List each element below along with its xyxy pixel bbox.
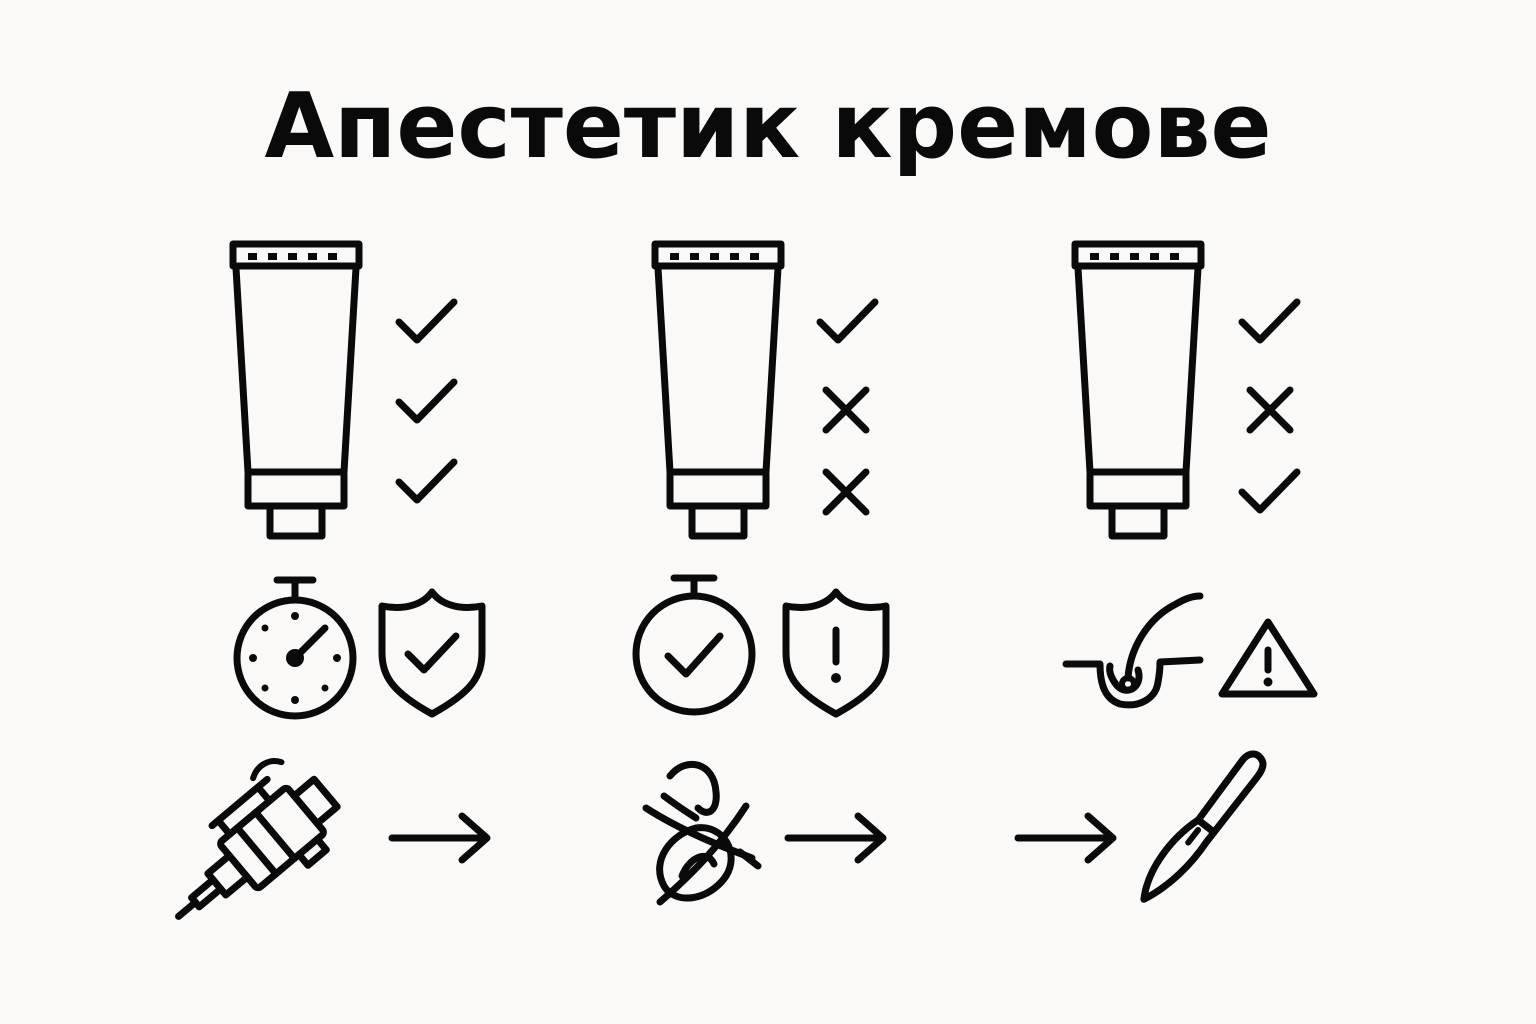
tattoo-machine-icon — [175, 758, 341, 920]
check-icon — [399, 462, 454, 500]
check-icon — [820, 302, 875, 340]
shield-check-icon — [382, 592, 482, 714]
wax-strip-crossed-icon — [642, 760, 762, 906]
arrow-right-icon — [788, 816, 883, 860]
check-icon — [399, 382, 454, 420]
warning-triangle-icon — [1218, 618, 1318, 698]
tube-icon — [1075, 244, 1201, 536]
arrow-right-icon — [392, 816, 487, 860]
scalpel-icon — [1140, 750, 1267, 903]
hair-follicle-icon — [1062, 592, 1204, 709]
check-icon — [399, 302, 454, 340]
column-1 — [175, 244, 487, 920]
timer-check-icon — [632, 574, 756, 716]
shield-alert-icon — [786, 592, 886, 714]
column-3 — [1018, 244, 1318, 903]
stopwatch-icon — [233, 576, 357, 720]
cross-icon — [1250, 390, 1290, 430]
page-title: Апестетик кремове — [264, 74, 1272, 179]
tube-icon — [233, 244, 359, 536]
column-2 — [632, 244, 886, 906]
arrow-right-icon — [1018, 816, 1113, 860]
tube-icon — [655, 244, 781, 536]
cross-icon — [826, 390, 866, 430]
check-icon — [1242, 472, 1297, 510]
cross-icon — [826, 472, 866, 512]
check-icon — [1242, 302, 1297, 340]
